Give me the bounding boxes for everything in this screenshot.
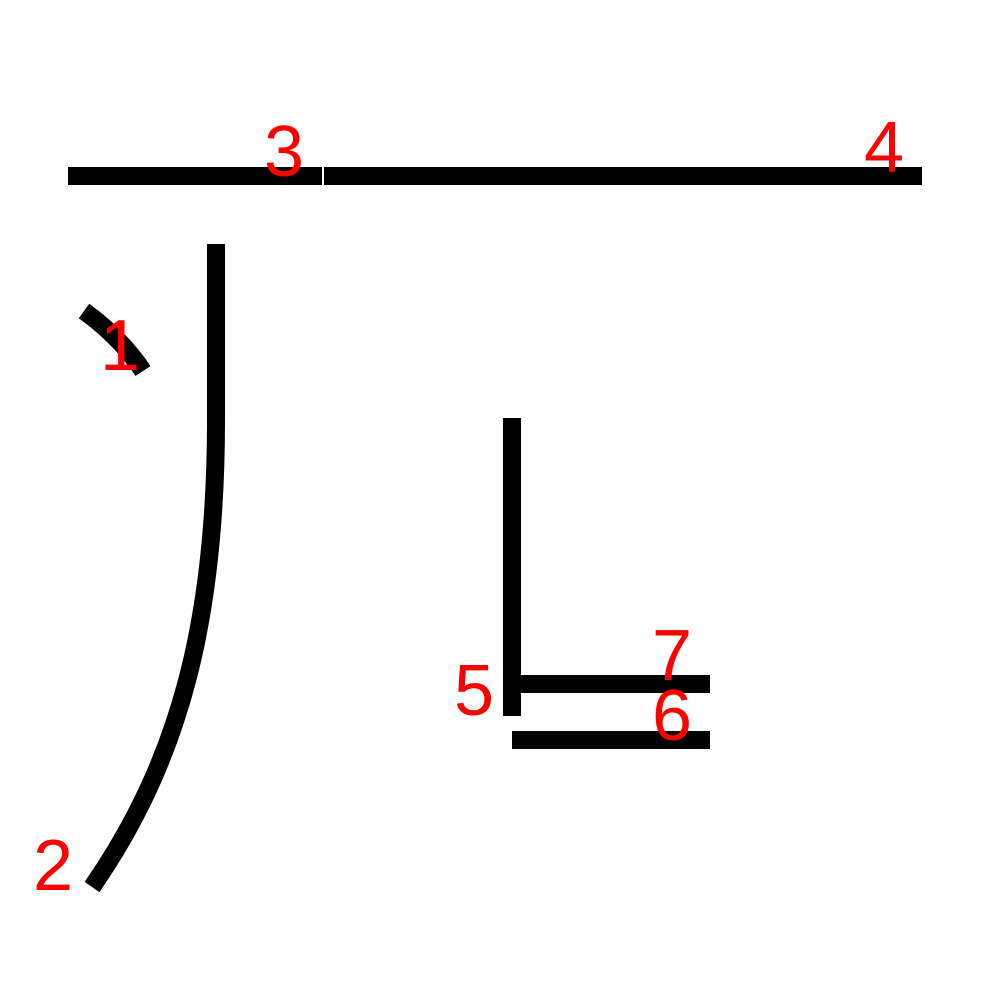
stroke-paths xyxy=(68,167,922,893)
stroke-5-number: 5 xyxy=(454,651,494,731)
stroke-1-number: 1 xyxy=(100,306,140,386)
stroke-3-number: 3 xyxy=(264,112,304,192)
stroke-2-number: 2 xyxy=(33,826,73,906)
stroke-4-number: 4 xyxy=(864,108,904,188)
stroke-number-labels: 1 2 3 4 5 6 7 xyxy=(33,108,904,906)
stroke-1-path xyxy=(78,303,151,377)
stroke-6-number: 6 xyxy=(652,676,692,756)
stroke-7-number: 7 xyxy=(652,616,692,696)
stroke-2-path xyxy=(84,244,225,893)
